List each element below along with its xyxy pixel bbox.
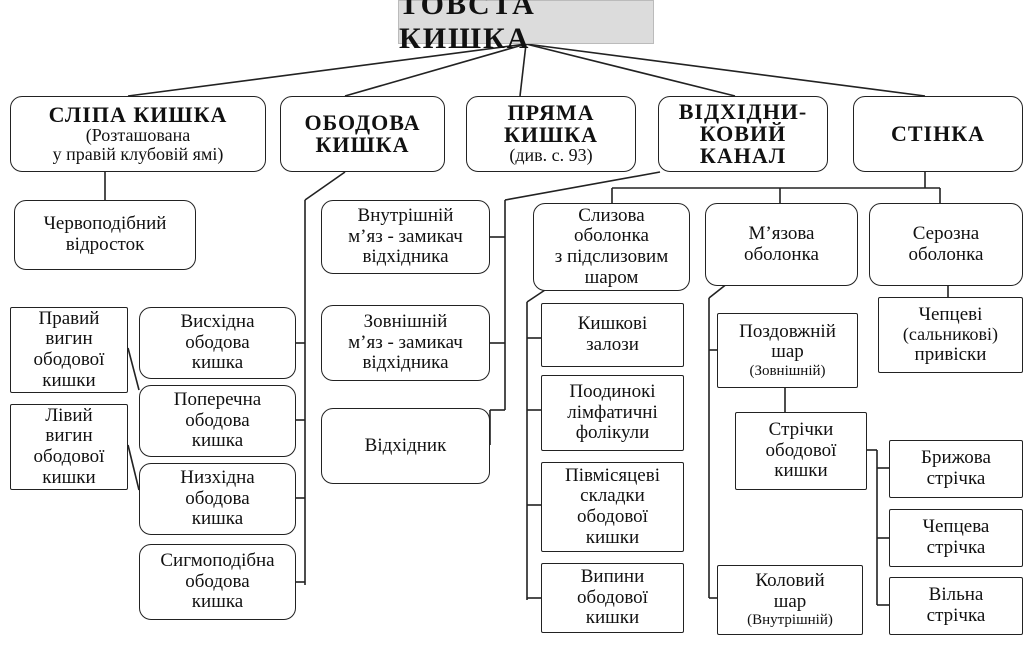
- node-circular-layer: Коловий шар (Внутрішній): [717, 565, 863, 635]
- node-anus: Відхідник: [321, 408, 490, 484]
- node-colon-ascending: Висхідна ободова кишка: [139, 307, 296, 379]
- connector: [504, 171, 661, 201]
- node-label: ПРЯМА КИШКА: [503, 100, 599, 148]
- diagram-title: ТОВСТА КИШКА: [398, 0, 654, 55]
- node-free-tape: Вільна стрічка: [889, 577, 1023, 635]
- node-lymph-follicles: Поодинокі лімфатичні фолікули: [541, 375, 684, 451]
- node-omental-tape: Чепцева стрічка: [889, 509, 1023, 567]
- node-pryama-kyshka: ПРЯМА КИШКА (див. с. 93): [466, 96, 636, 172]
- node-left-flexure: Лівий вигин ободової кишки: [10, 404, 128, 490]
- node-colon-tapes: Стрічки ободової кишки: [735, 412, 867, 490]
- node-note: (сальникові): [902, 324, 999, 345]
- node-label-2: привіски: [914, 343, 987, 365]
- node-label: Поздовжній шар: [739, 320, 836, 363]
- node-note: (Внутрішній): [747, 612, 833, 629]
- node-right-flexure: Правий вигин ободової кишки: [10, 307, 128, 393]
- connector: [127, 347, 140, 391]
- node-serosa: Серозна оболонка: [869, 203, 1023, 286]
- node-muscular: М’язова оболонка: [705, 203, 858, 286]
- connector: [525, 43, 926, 97]
- connector: [344, 43, 527, 97]
- node-omental-appendices: Чепцеві (сальникові) привіски: [878, 297, 1023, 373]
- node-semilunar-folds: Півмісяцеві складки ободової кишки: [541, 462, 684, 552]
- node-haustra: Випини ободової кишки: [541, 563, 684, 633]
- node-label: ОБОДОВА КИШКА: [304, 110, 421, 157]
- node-external-sphincter: Зовнішній м’яз - замикач відхідника: [321, 305, 490, 381]
- node-appendix: Червоподібний відросток: [14, 200, 196, 270]
- connector: [525, 43, 736, 97]
- node-label: СЛІПА КИШКА: [48, 101, 228, 127]
- connector: [304, 171, 346, 201]
- node-mesocolic-tape: Брижова стрічка: [889, 440, 1023, 498]
- node-stinka: СТІНКА: [853, 96, 1023, 172]
- node-colon-transverse: Поперечна ободова кишка: [139, 385, 296, 457]
- node-label: СТІНКА: [890, 121, 986, 146]
- node-intestinal-glands: Кишкові залози: [541, 303, 684, 367]
- node-internal-sphincter: Внутрішній м’яз - замикач відхідника: [321, 200, 490, 274]
- node-colon-sigmoid: Сигмоподібна ободова кишка: [139, 544, 296, 620]
- connector: [519, 43, 527, 97]
- node-note: (див. с. 93): [509, 145, 593, 166]
- node-note: (Розташована у правій клубовій ямі): [52, 124, 224, 164]
- node-vidkhidnykovyi-kanal: ВІДХІДНИ- КОВИЙ КАНАЛ: [658, 96, 828, 172]
- connector: [127, 444, 140, 491]
- connector: [127, 43, 527, 97]
- node-obodova-kyshka: ОБОДОВА КИШКА: [280, 96, 445, 172]
- node-label: Коловий шар: [755, 570, 825, 612]
- node-label: Чепцеві: [918, 303, 983, 325]
- node-note: (Зовнішній): [749, 362, 826, 379]
- node-mucosa: Слизова оболонка з підслизовим шаром: [533, 203, 690, 291]
- node-slipa-kyshka: СЛІПА КИШКА (Розташована у правій клубов…: [10, 96, 266, 172]
- node-colon-descending: Низхідна ободова кишка: [139, 463, 296, 535]
- node-longitudinal-layer: Поздовжній шар (Зовнішній): [717, 313, 858, 388]
- node-label: ВІДХІДНИ- КОВИЙ КАНАЛ: [678, 99, 808, 168]
